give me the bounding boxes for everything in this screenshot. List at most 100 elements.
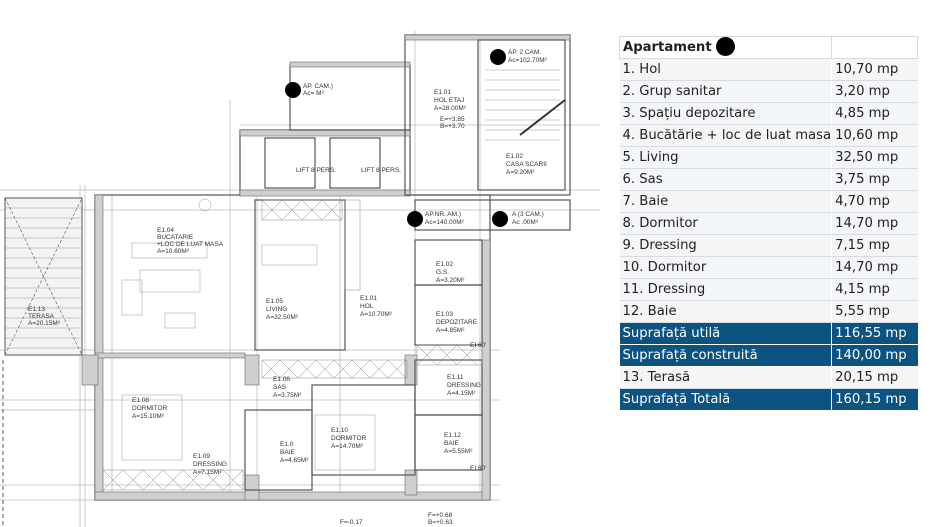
hol-etaj-area: A=28.00M² [434,105,467,112]
row-value: 14,70 mp [831,212,918,235]
svg-text:DORMITOR: DORMITOR [331,435,367,442]
room-dressing-1: E1.09 DRESSING A=7.15M² [193,453,227,476]
svg-text:HOL: HOL [360,303,374,310]
terrace-area [2,197,83,527]
redaction-dot [407,211,423,227]
svg-text:A=4.85M²: A=4.85M² [436,327,465,334]
lift-1-label: LIFT 8 PERS. [296,167,336,174]
walls [81,34,571,501]
row-label: 5. Living [619,146,832,169]
svg-text:E1.03: E1.03 [436,311,453,318]
room-hol: E1.01 HOL A=10.70M² [360,295,393,318]
row-label: 9. Dressing [619,234,832,257]
svg-text:A=15.10M²: A=15.10M² [132,413,165,420]
casa-scarii-area: A=9.20M² [506,169,535,176]
svg-text:A=20.15M²: A=20.15M² [28,320,61,327]
ap-current-area: Ac=140.00M² [425,219,465,226]
svg-text:A=10.60M²: A=10.60M² [157,248,190,255]
ap-left-area: Ac= M² [303,90,325,97]
row-label: 11. Dressing [619,278,832,301]
room-baie-1: E1.0 BAIE A=4.65M² [280,441,309,464]
room-dormitor-1: E1.08 DORMITOR A=15.10M² [132,397,168,420]
row-value: 4,15 mp [831,278,918,301]
row-value: 32,50 mp [831,146,918,169]
row-label: 6. Sas [619,168,832,191]
svg-text:E1.05: E1.05 [266,298,283,305]
ap-other-area: Ac .00M² [512,219,539,226]
svg-text:E1.12: E1.12 [444,432,461,439]
svg-text:LIVING: LIVING [266,306,287,313]
row-value: 140,00 mp [831,344,918,367]
room-dressing-2: E1.11 DRESSING A=4.15M² [447,374,481,397]
room-living: E1.05 LIVING A=32.50M² [266,298,299,321]
row-label: 7. Baie [619,190,832,213]
fire-rating-marker: EI 60' [470,342,486,349]
row-label: 1. Hol [619,58,832,81]
row-label: 2. Grup sanitar [619,80,832,103]
row-label: 13. Terasă [619,366,832,389]
svg-text:A=4.15M²: A=4.15M² [447,390,476,397]
svg-text:+LOC DE LUAT MASA: +LOC DE LUAT MASA [157,241,224,248]
svg-text:A=3.20M²: A=3.20M² [436,277,465,284]
row-label: Suprafață Totală [619,388,832,411]
row-label: 10. Dormitor [619,256,832,279]
row-label: 12. Baie [619,300,832,323]
svg-text:A=7.15M²: A=7.15M² [193,469,222,476]
grid-lines [0,30,600,527]
row-label: Suprafață utilă [619,322,832,345]
room-sas: E1.06 SAS A=3.75M² [273,376,302,399]
svg-text:DEPOZITARE: DEPOZITARE [436,319,478,326]
row-label: 4. Bucătărie + loc de luat masa [619,124,832,147]
room-dormitor-2: E1.10 DORMITOR A=14.70M² [331,427,367,450]
redaction-dot [716,37,735,56]
row-value: 7,15 mp [831,234,918,257]
svg-text:E1.13: E1.13 [28,306,45,313]
room-gs: E1.02 G.S. A=3.20M² [436,261,465,284]
room-bucatarie: E1.04 BUCATARIE +LOC DE LUAT MASA A=10.6… [157,227,224,255]
floor-plan: AP. CAM.) Ac= M² E1.01 HOL ETAJ A=28.00M… [0,30,600,527]
ap-other-label: A (3 CAM.) [512,211,544,218]
row-value: 3,75 mp [831,168,918,191]
svg-text:DRESSING: DRESSING [447,382,481,389]
row-value: 20,15 mp [831,366,918,389]
svg-text:E1.10: E1.10 [331,427,348,434]
svg-text:BUCATARIE: BUCATARIE [157,234,194,241]
casa-scarii-name: CASA SCARII [506,161,547,168]
svg-text:A=4.65M²: A=4.65M² [280,457,309,464]
svg-text:G.S.: G.S. [436,269,449,276]
level-f-bottom: F=+0.68 [428,512,453,519]
row-value: 3,20 mp [831,80,918,103]
redaction-dot [492,211,508,227]
svg-text:E1.04: E1.04 [157,227,174,234]
svg-text:E1.08: E1.08 [132,397,149,404]
ap-right-area: Ac=102.70M² [508,57,548,64]
svg-text:E1.01: E1.01 [360,295,377,302]
hol-etaj-code: E1.01 [434,89,451,96]
svg-text:A=14.70M²: A=14.70M² [331,443,364,450]
wardrobes [102,199,483,491]
redaction-dot [490,49,506,65]
row-value: 14,70 mp [831,256,918,279]
table-header: Apartament [618,36,918,59]
room-baie-2: E1.12 BAIE A=5.55M² [444,432,473,455]
fire-rating-marker: EI 60' [470,465,486,472]
furniture [121,198,376,471]
row-label: 8. Dormitor [619,212,832,235]
svg-text:BAIE: BAIE [444,440,459,447]
row-value: 5,55 mp [831,300,918,323]
svg-text:A=10.70M²: A=10.70M² [360,311,393,318]
